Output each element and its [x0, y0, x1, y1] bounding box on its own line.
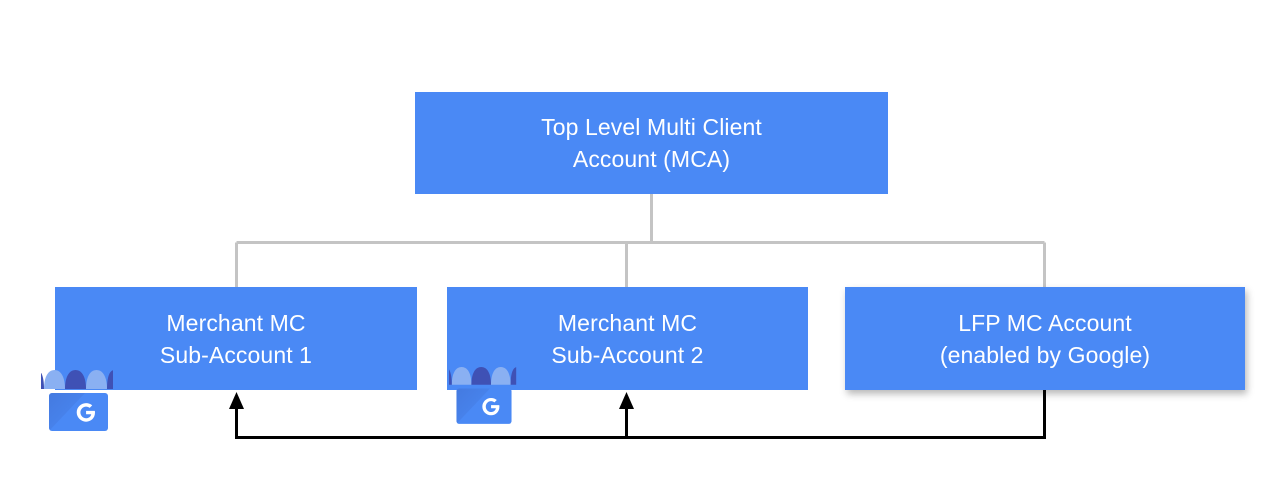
node-merchant-mc-sub-account-1-line1: Merchant MC: [166, 309, 306, 336]
node-lfp-mc-account-line2: (enabled by Google): [939, 341, 1151, 368]
node-merchant-mc-sub-account-2-line2: Sub-Account 2: [551, 341, 704, 368]
node-lfp-mc-account[interactable]: LFP MC Account (enabled by Google): [845, 287, 1245, 390]
feedback-arrowhead-sub2: [619, 392, 634, 409]
node-top-level-mca-line2: Account (MCA): [572, 146, 731, 172]
feedback-arrowhead-sub1: [229, 392, 244, 409]
node-top-level-mca-line1: Top Level Multi Client: [541, 114, 762, 140]
node-top-level-mca[interactable]: Top Level Multi Client Account (MCA): [415, 92, 888, 194]
node-merchant-mc-sub-account-2-line1: Merchant MC: [557, 309, 698, 336]
node-merchant-mc-sub-account-1[interactable]: Merchant MC Sub-Account 1: [55, 287, 417, 390]
google-my-business-icon: [41, 370, 113, 431]
google-my-business-icon: [449, 367, 517, 424]
node-lfp-mc-account-line1: LFP MC Account: [958, 309, 1132, 336]
node-merchant-mc-sub-account-1-line2: Sub-Account 1: [159, 341, 313, 368]
feedback-path-sub1: [235, 390, 1046, 439]
